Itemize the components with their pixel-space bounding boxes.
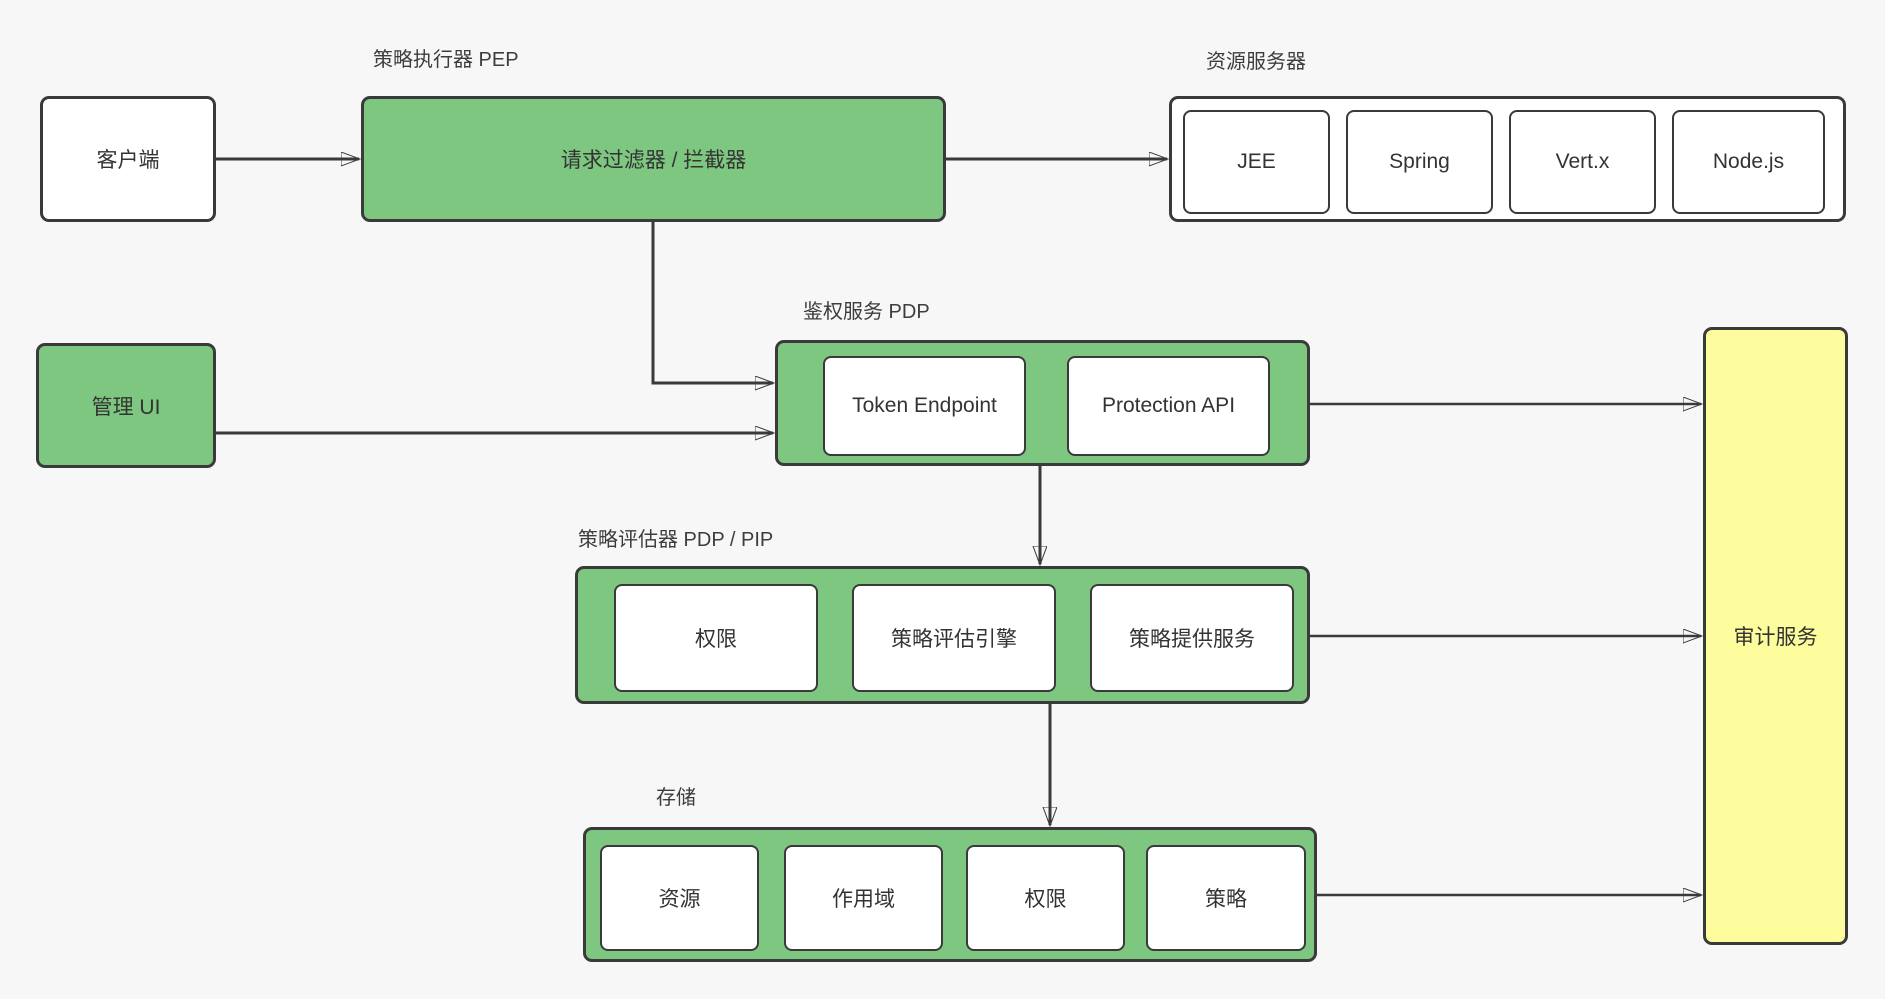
resource-node-vertx: Vert.x bbox=[1509, 110, 1656, 214]
resource-node-spring-label: Spring bbox=[1389, 150, 1450, 173]
token-endpoint-label: Token Endpoint bbox=[852, 394, 997, 417]
evaluator-permissions-label: 权限 bbox=[695, 628, 737, 651]
resource-server-container: JEE Spring Vert.x Node.js bbox=[1169, 96, 1846, 222]
storage-permissions-label: 权限 bbox=[1024, 888, 1067, 911]
resource-node-jee-label: JEE bbox=[1237, 150, 1276, 173]
resource-node-nodejs: Node.js bbox=[1672, 110, 1825, 214]
storage-policies-label: 策略 bbox=[1205, 888, 1247, 911]
storage-policies-node: 策略 bbox=[1146, 845, 1306, 951]
client-node: 客户端 bbox=[40, 96, 216, 222]
policy-evaluator-container: 权限 策略评估引擎 策略提供服务 bbox=[575, 566, 1310, 704]
audit-service-label: 审计服务 bbox=[1733, 626, 1818, 649]
resource-node-nodejs-label: Node.js bbox=[1712, 150, 1785, 173]
connector-filter-to-authz bbox=[651, 222, 773, 383]
protection-api-node: Protection API bbox=[1067, 356, 1270, 456]
evaluator-group-title: 策略评估器 PDP / PIP bbox=[578, 529, 774, 551]
request-filter-label: 请求过滤器 / 拦截器 bbox=[560, 149, 747, 172]
pep-group-title: 策略执行器 PEP bbox=[373, 49, 519, 71]
admin-ui-node: 管理 UI bbox=[36, 343, 216, 468]
request-filter-node: 请求过滤器 / 拦截器 bbox=[361, 96, 946, 222]
storage-container: 资源 作用域 权限 策略 bbox=[583, 827, 1317, 962]
admin-ui-label: 管理 UI bbox=[91, 395, 161, 419]
resource-server-group-title: 资源服务器 bbox=[1206, 51, 1306, 73]
policy-provider-label: 策略提供服务 bbox=[1129, 628, 1255, 651]
storage-permissions-node: 权限 bbox=[966, 845, 1125, 951]
authz-group-title: 鉴权服务 PDP bbox=[803, 301, 930, 323]
storage-resources-node: 资源 bbox=[600, 845, 759, 951]
policy-provider-node: 策略提供服务 bbox=[1090, 584, 1294, 692]
client-label: 客户端 bbox=[96, 149, 160, 172]
storage-scopes-label: 作用域 bbox=[832, 888, 895, 911]
policy-engine-node: 策略评估引擎 bbox=[852, 584, 1056, 692]
storage-scopes-node: 作用域 bbox=[784, 845, 943, 951]
storage-resources-label: 资源 bbox=[658, 888, 701, 911]
resource-node-spring: Spring bbox=[1346, 110, 1493, 214]
authz-service-container: Token Endpoint Protection API bbox=[775, 340, 1310, 466]
resource-node-jee: JEE bbox=[1183, 110, 1330, 214]
evaluator-permissions-node: 权限 bbox=[614, 584, 818, 692]
storage-group-title: 存储 bbox=[656, 787, 696, 809]
token-endpoint-node: Token Endpoint bbox=[823, 356, 1026, 456]
policy-engine-label: 策略评估引擎 bbox=[891, 628, 1017, 651]
audit-service-node: 审计服务 bbox=[1703, 327, 1848, 945]
protection-api-label: Protection API bbox=[1101, 394, 1236, 417]
resource-node-vertx-label: Vert.x bbox=[1555, 150, 1610, 173]
